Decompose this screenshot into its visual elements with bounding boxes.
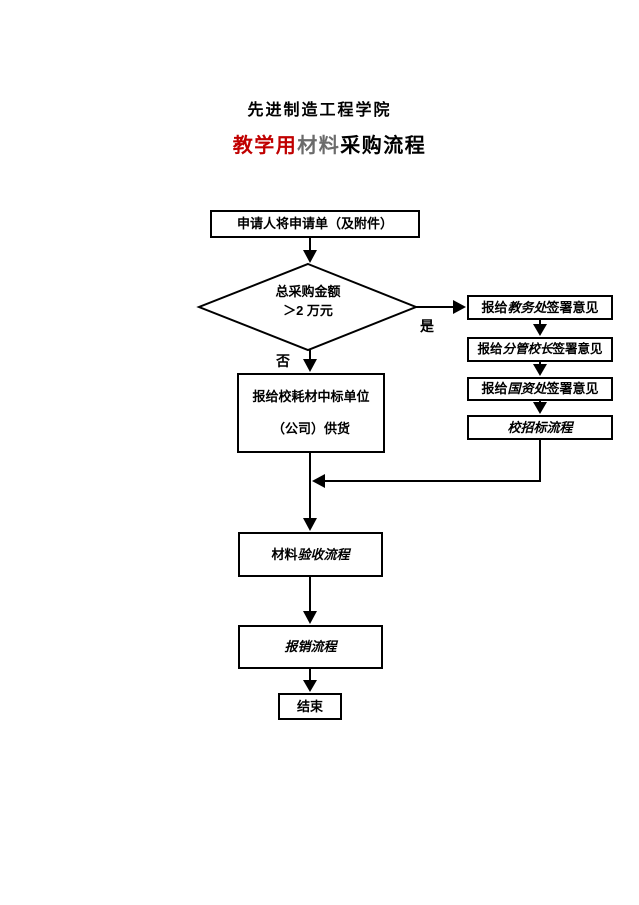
- arrow-rb4-merge-line: [324, 440, 541, 482]
- rb3-prefix: 报给: [481, 381, 508, 397]
- arrowhead-reimb-to-end: [303, 680, 317, 692]
- arrowhead-rb2-to-rb3: [533, 364, 547, 376]
- rb2-prefix: 报给: [477, 342, 503, 356]
- arrowhead-merge-left: [312, 474, 325, 488]
- no-label: 否: [276, 353, 290, 369]
- arrowhead-rb1-to-rb2: [533, 324, 547, 336]
- rb1-italic: 教务处: [507, 299, 547, 315]
- subtitle-segment-black: 采购流程: [340, 135, 427, 157]
- subtitle-segment-red: 教学用: [232, 135, 298, 157]
- supplier-box: 报给校耗材中标单位 （公司）供货: [237, 373, 385, 453]
- start-box: 申请人将申请单（及附件）: [210, 210, 420, 238]
- acceptance-normal: 材料: [271, 546, 298, 562]
- arrowhead-rb3-to-rb4: [533, 402, 547, 414]
- decision-line2: ＞2 万元: [283, 302, 333, 318]
- approval-box-academic-affairs: 报给教务处签署意见: [467, 295, 613, 320]
- tender-process-box: 校招标流程: [467, 415, 613, 440]
- page-title: 先进制造工程学院: [247, 102, 392, 119]
- subtitle-segment-gray: 材料: [297, 135, 341, 157]
- supplier-box-line2: （公司）供货: [271, 421, 350, 437]
- rb1-suffix: 签署意见: [546, 299, 599, 315]
- arrowhead-decision-to-yes: [453, 300, 466, 314]
- approval-box-vice-president: 报给分管校长签署意见: [467, 337, 613, 362]
- rb2-suffix: 签署意见: [552, 342, 603, 356]
- page-subtitle: 教学用材料采购流程: [10, 129, 639, 158]
- rb1-prefix: 报给: [481, 299, 508, 315]
- arrowhead-accept-to-reimb: [303, 611, 317, 624]
- yes-label: 是: [420, 318, 434, 334]
- supplier-box-line1: 报给校耗材中标单位: [252, 389, 370, 405]
- end-box: 结束: [278, 693, 342, 720]
- decision-diamond-shape: [196, 262, 419, 352]
- decision-line1: 总采购金额: [275, 284, 341, 299]
- rb2-italic: 分管校长: [502, 342, 553, 356]
- acceptance-italic: 验收流程: [297, 546, 350, 562]
- decision-label: 总采购金额 ＞2 万元: [233, 283, 383, 321]
- rb3-italic: 国资处: [507, 381, 547, 397]
- approval-box-state-assets: 报给国资处签署意见: [467, 377, 613, 401]
- acceptance-process-box: 材料验收流程: [238, 532, 383, 577]
- reimbursement-process-box: 报销流程: [238, 625, 383, 669]
- rb3-suffix: 签署意见: [546, 381, 599, 397]
- arrowhead-decision-to-supply: [303, 359, 317, 372]
- arrowhead-supply-to-accept: [303, 518, 317, 531]
- arrowhead-start-to-decision: [303, 250, 317, 263]
- rb4-italic: 校招标流程: [507, 419, 573, 435]
